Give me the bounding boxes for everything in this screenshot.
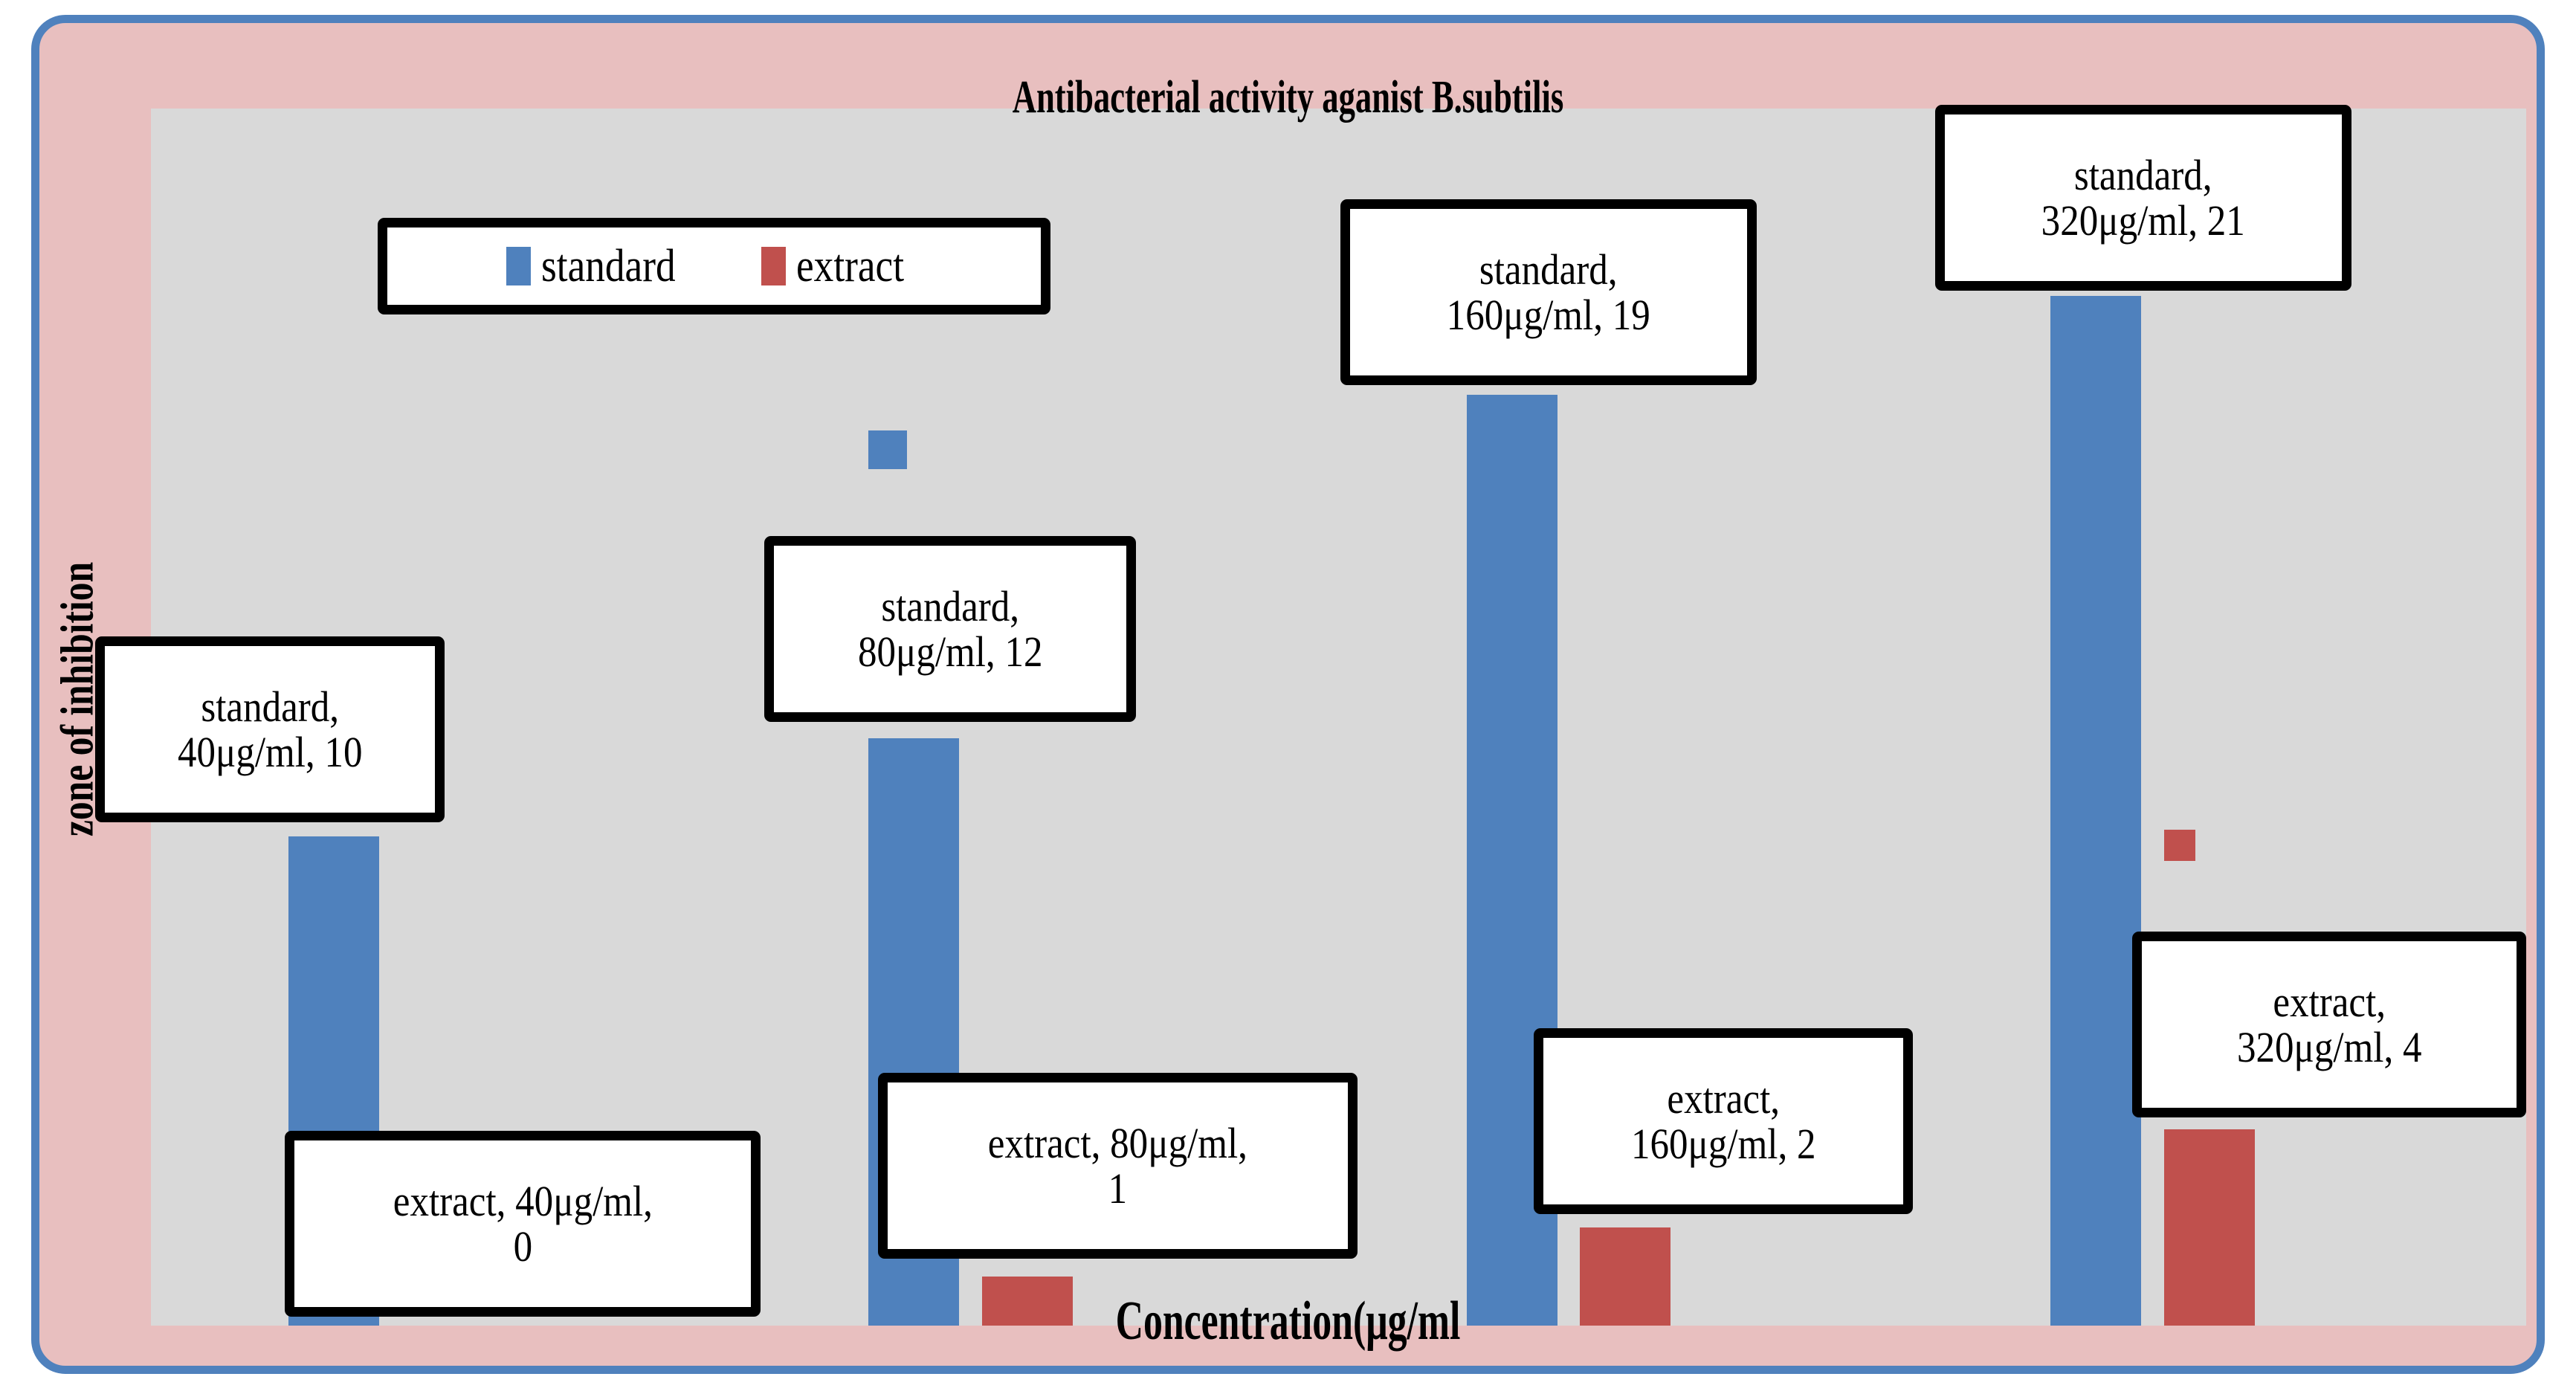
- bar-extract-320[interactable]: [2164, 1129, 2255, 1326]
- data-label-standard-160-line1: standard,: [1479, 245, 1618, 294]
- data-label-standard-80-line1: standard,: [881, 581, 1019, 630]
- data-label-extract-320-line1: extract,: [2273, 977, 2386, 1026]
- chart-frame: standard extract standard, 40μg/ml, 10 s…: [31, 15, 2545, 1374]
- data-label-standard-320[interactable]: standard, 320μg/ml, 21: [1935, 105, 2351, 291]
- data-label-extract-320-line2: 320μg/ml, 4: [2236, 1023, 2422, 1071]
- marker-extract-320: [2164, 830, 2195, 861]
- chart-legend[interactable]: standard extract: [378, 218, 1050, 314]
- data-label-standard-160[interactable]: standard, 160μg/ml, 19: [1340, 199, 1757, 385]
- data-label-extract-160-line1: extract,: [1667, 1074, 1780, 1123]
- legend-swatch-extract-icon: [761, 247, 787, 285]
- legend-label-extract: extract: [796, 240, 905, 291]
- chart-title: Antibacterial activity aganist B.subtili…: [1012, 72, 1564, 123]
- data-label-extract-160-line2: 160μg/ml, 2: [1630, 1120, 1816, 1168]
- data-label-standard-80[interactable]: standard, 80μg/ml, 12: [764, 536, 1136, 722]
- bar-standard-320[interactable]: [2050, 296, 2141, 1326]
- data-label-standard-80-line2: 80μg/ml, 12: [857, 627, 1043, 676]
- legend-item-extract[interactable]: extract: [761, 240, 922, 293]
- y-axis-title: zone of inhibition: [52, 561, 103, 837]
- marker-standard-80: [868, 430, 907, 469]
- bar-extract-80[interactable]: [982, 1277, 1073, 1326]
- data-label-extract-80[interactable]: extract, 80μg/ml, 1: [878, 1073, 1358, 1259]
- data-label-extract-80-line1: extract, 80μg/ml,: [987, 1118, 1248, 1167]
- data-label-extract-40[interactable]: extract, 40μg/ml, 0: [285, 1131, 761, 1317]
- data-label-extract-160[interactable]: extract, 160μg/ml, 2: [1534, 1028, 1913, 1214]
- data-label-standard-320-line2: 320μg/ml, 21: [2041, 196, 2246, 245]
- data-label-extract-80-line2: 1: [1108, 1164, 1128, 1213]
- data-label-standard-40[interactable]: standard, 40μg/ml, 10: [95, 636, 445, 822]
- legend-item-standard[interactable]: standard: [506, 240, 697, 293]
- data-label-standard-40-line1: standard,: [201, 682, 339, 731]
- data-label-standard-160-line2: 160μg/ml, 19: [1446, 291, 1651, 339]
- x-axis-title: Concentration(μg/ml: [1115, 1291, 1461, 1352]
- data-label-standard-320-line1: standard,: [2074, 150, 2212, 199]
- data-label-extract-40-line1: extract, 40μg/ml,: [393, 1176, 653, 1225]
- data-label-extract-320[interactable]: extract, 320μg/ml, 4: [2132, 932, 2526, 1117]
- data-label-standard-40-line2: 40μg/ml, 10: [177, 728, 363, 776]
- data-label-extract-40-line2: 0: [513, 1222, 532, 1271]
- legend-swatch-standard-icon: [506, 247, 532, 285]
- legend-label-standard: standard: [541, 240, 676, 291]
- bar-extract-160[interactable]: [1580, 1227, 1670, 1326]
